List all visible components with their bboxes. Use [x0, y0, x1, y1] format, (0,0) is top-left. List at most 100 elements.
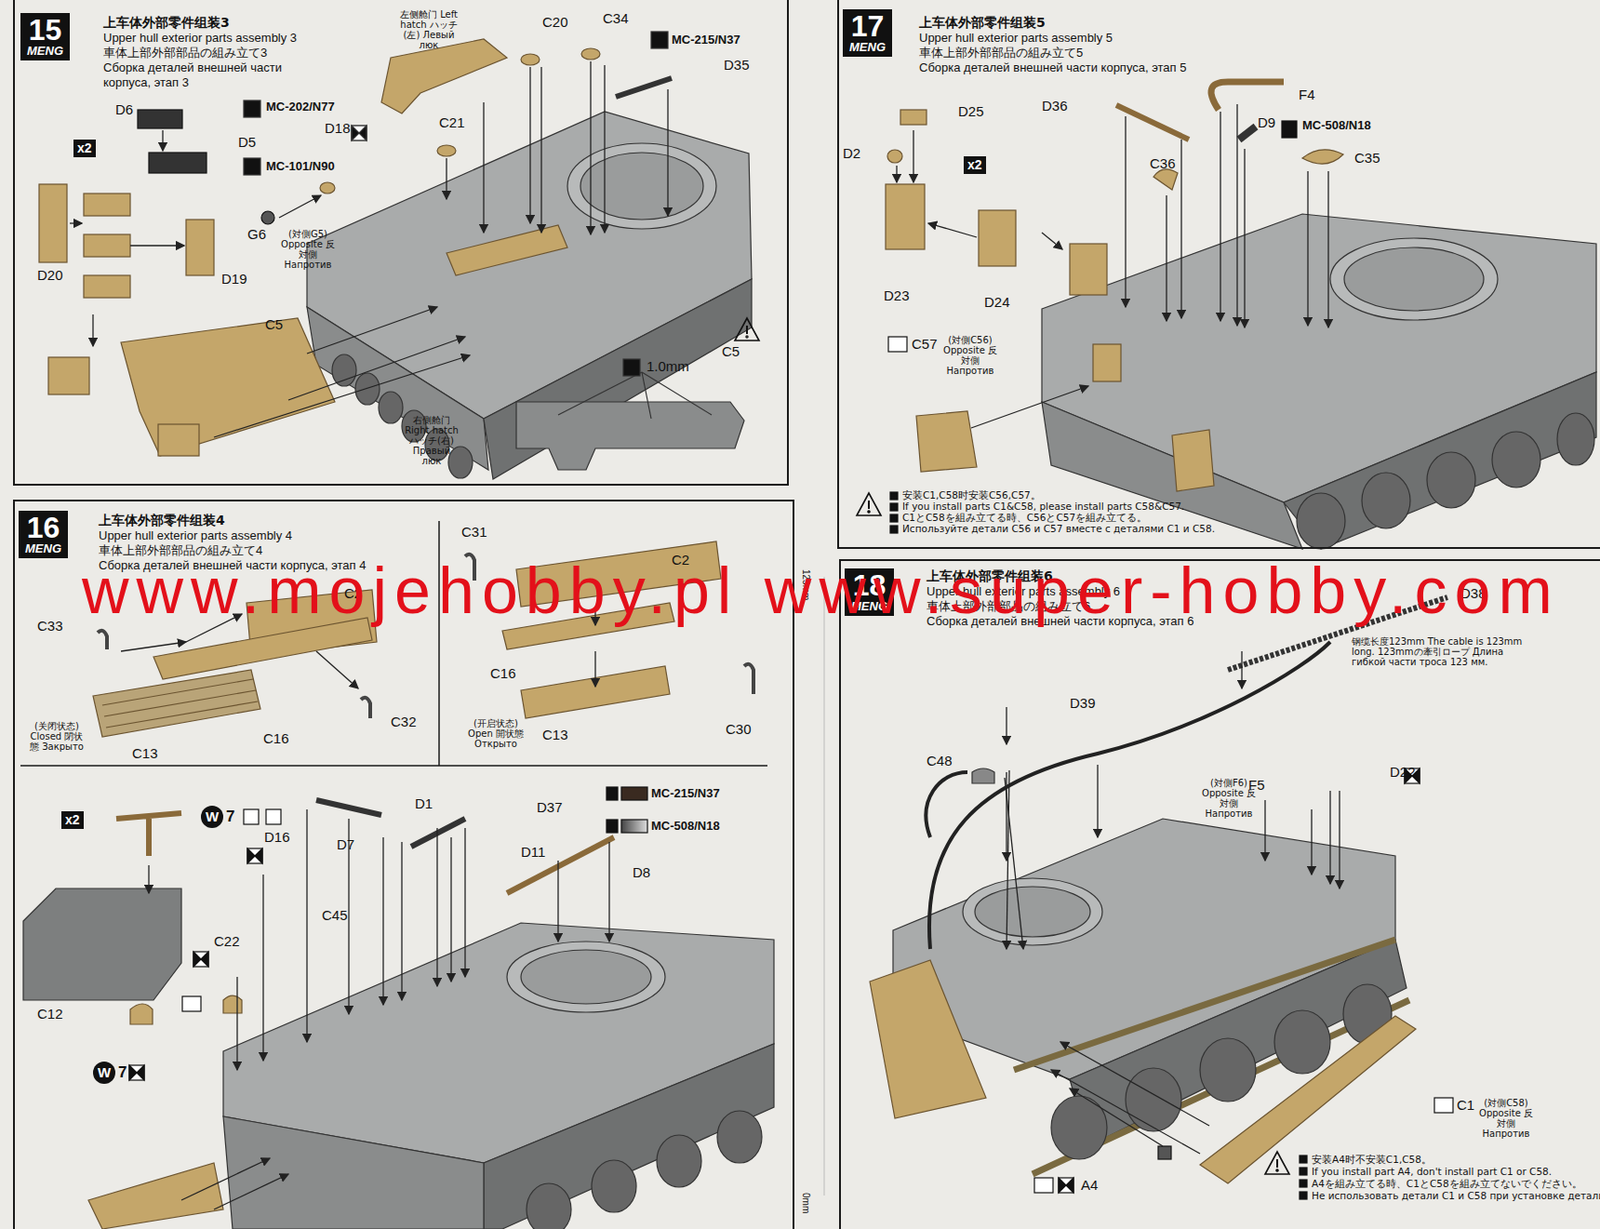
part-number: 1.0mm: [646, 359, 690, 375]
part-number: D19: [221, 271, 248, 288]
title-line: 上车体外部零件组装5: [919, 14, 1187, 31]
part-number: C36: [1149, 156, 1176, 173]
small-note: 右側舱门 Right hatch ハッチ(右) Правый люк: [402, 414, 461, 467]
step-title: 上车体外部零件组装5Upper hull exterior parts asse…: [919, 14, 1187, 76]
arrows-step15: [69, 61, 668, 438]
paint-code: MC-215/N37: [651, 786, 720, 800]
step-badge: 15MENG: [20, 13, 70, 61]
title-line: 上车体外部零件组装3: [103, 14, 322, 31]
part-number: D16: [264, 829, 291, 846]
part-number: D35: [723, 57, 750, 74]
part-number: D1: [414, 796, 433, 813]
paint-code: MC-101/N90: [266, 160, 335, 174]
part-number: D7: [336, 837, 355, 854]
part-number: C35: [1354, 150, 1381, 167]
step-title: 上车体外部零件组装3Upper hull exterior parts asse…: [103, 14, 322, 91]
arrows-step16: [120, 609, 610, 1210]
part-number: F4: [1298, 87, 1316, 104]
instruction-note: If you install parts C1&C58, please inst…: [902, 501, 1185, 513]
title-line: Сборка деталей внешней части корпуса, эт…: [103, 60, 322, 91]
quantity-badge: x2: [963, 156, 987, 174]
part-number: D5: [238, 134, 256, 151]
title-line: Upper hull exterior parts assembly 5: [919, 30, 1187, 46]
tool-size: 7: [226, 805, 235, 828]
quantity-badge: x2: [73, 139, 96, 158]
instruction-note: If you install part A4, don't install pa…: [1311, 1166, 1552, 1178]
part-number: D22: [1389, 764, 1416, 781]
small-note: (対側C56) Opposite 反対側 Напротив: [941, 334, 1000, 376]
title-line: 車体上部外部部品の組み立て3: [103, 45, 322, 61]
part-number: D24: [984, 294, 1011, 311]
brand-logo: MENG: [25, 542, 62, 556]
part-number: D39: [1069, 695, 1096, 712]
arrows-step17: [896, 104, 1329, 428]
hull-step18: [869, 768, 1416, 1184]
small-note: (关闭状态) Closed 閉状態 Закрыто: [27, 720, 86, 752]
step-panel: 上车体外部零件组装3Upper hull exterior parts asse…: [13, 0, 789, 486]
instruction-note: A4を組み立てる時、C1とC58を組み立てないでください。: [1311, 1178, 1583, 1190]
title-line: 車体上部外部部品の組み立て5: [919, 45, 1187, 61]
part-number: D36: [1041, 98, 1068, 115]
part-number: C12: [37, 1006, 64, 1023]
brand-logo: MENG: [849, 40, 886, 54]
part-number: C21: [439, 115, 466, 132]
icons-step18: [824, 576, 1454, 1200]
part-number: D2: [842, 146, 861, 162]
title-line: Upper hull exterior parts assembly 4: [98, 528, 367, 544]
tool-size: 7: [118, 1061, 127, 1084]
hull-step16: [88, 800, 774, 1229]
step-number: 15: [26, 14, 64, 45]
quantity-badge: x2: [61, 811, 84, 829]
part-number: D20: [37, 267, 64, 284]
part-number: C48: [926, 753, 953, 770]
icons-step16: [129, 786, 618, 1080]
part-number: C16: [263, 731, 290, 747]
paint-code: MC-215/N37: [671, 33, 741, 47]
hull-step15: [306, 111, 752, 480]
part-number: F5: [1248, 777, 1266, 794]
icons-step17: [856, 120, 1297, 534]
part-number: C22: [213, 933, 240, 950]
paint-code: MC-508/N18: [1302, 119, 1372, 133]
parts-step15: [39, 39, 672, 456]
step-badge: 17MENG: [842, 9, 893, 57]
part-number: D23: [883, 288, 910, 305]
part-number: C34: [602, 11, 629, 27]
title-line: Upper hull exterior parts assembly 3: [103, 30, 322, 46]
paint-code: MC-202/N77: [266, 100, 335, 114]
instruction-note: Не использовать детали C1 и C58 при уста…: [1311, 1190, 1600, 1202]
title-line: 上车体外部零件组装4: [98, 512, 367, 529]
part-number: D9: [1257, 115, 1276, 132]
step-panel: 上车体外部零件组装5Upper hull exterior parts asse…: [837, 0, 1600, 549]
part-number: D37: [536, 800, 563, 816]
part-number: C13: [132, 746, 159, 762]
step-badge: 16MENG: [18, 510, 68, 559]
part-number: D8: [632, 865, 651, 881]
part-number: C1: [1456, 1097, 1475, 1114]
part-number: D25: [958, 104, 985, 120]
instruction-note: 安装C1,C58时安装C56,C57。: [902, 490, 1041, 502]
part-number: C16: [490, 666, 517, 682]
instruction-note: 安装A4时不安装C1,C58。: [1311, 1154, 1432, 1166]
part-number: C33: [37, 618, 64, 635]
instruction-note: C1とC58を組み立てる時、C56とC57を組み立てる。: [902, 512, 1147, 524]
part-number: C13: [542, 727, 569, 744]
part-number: D6: [115, 102, 134, 119]
title-line: 車体上部外部部品の組み立て4: [98, 543, 367, 559]
instruction-note: Используйте детали C56 и C57 вместе с де…: [902, 523, 1215, 535]
part-number: D18: [324, 120, 351, 137]
paint-code: MC-508/N18: [651, 819, 720, 833]
tool-badge: W: [93, 1061, 116, 1084]
arrows-step18: [1004, 651, 1340, 1154]
part-number: C45: [321, 907, 348, 924]
part-number: C31: [461, 524, 488, 541]
part-number: G6: [247, 226, 267, 243]
tool-badge: W: [200, 805, 224, 828]
title-line: Сборка деталей внешней части корпуса, эт…: [919, 60, 1187, 76]
ruler-mark: 0mm: [800, 1192, 812, 1214]
parts-step17: [885, 81, 1344, 472]
inset-step15: [243, 31, 760, 470]
part-number: C5: [721, 344, 740, 360]
part-number: C57: [911, 336, 938, 353]
small-note: (対側G5) Opposite 反対側 Напротив: [279, 228, 337, 270]
